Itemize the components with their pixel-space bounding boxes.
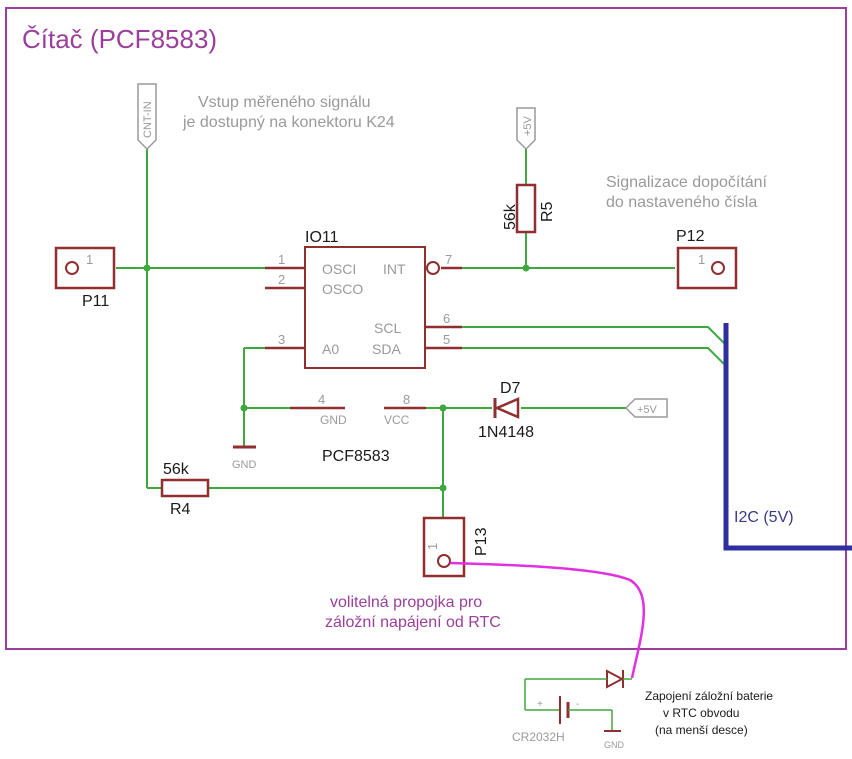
pin-number-6: 6: [443, 311, 450, 326]
gnd-symbol: GND: [232, 445, 257, 471]
resistor-r4: 56k R4: [160, 461, 210, 518]
note-jumper-line1: volitelná propojka pro: [330, 594, 482, 611]
p11-pin: 1: [86, 252, 93, 267]
pin-number-5: 5: [443, 332, 450, 347]
ic-pcf8583: IO11 OSCI OSCO A0 INT SCL SDA 1 2 3 4 6 …: [265, 229, 462, 465]
backup-link: [449, 561, 645, 679]
pin-vcc-label: VCC: [384, 413, 410, 427]
r4-ref: R4: [170, 501, 191, 518]
pad-icon: [65, 261, 79, 275]
p11-ref: P11: [82, 293, 109, 310]
vcc-tag-r5: +5V: [516, 107, 536, 151]
pad-icon: [711, 261, 725, 275]
p12-pin: 1: [698, 252, 705, 267]
batt-plus: +: [537, 699, 543, 710]
vcc-d7-label: +5V: [637, 404, 658, 416]
ic-ref: IO11: [305, 229, 339, 246]
frame-title: Čítač (PCF8583): [22, 24, 217, 54]
diode-icon: [606, 669, 625, 689]
pad-icon: [437, 554, 451, 568]
connector-p13: 1 P13: [422, 516, 490, 578]
bus-label: I2C (5V): [734, 509, 794, 526]
note-signal-line2: do nastaveného čísla: [606, 194, 757, 211]
pin-a0-label: A0: [322, 341, 339, 357]
diode-d7: D7 1N4148: [478, 380, 534, 441]
note-battery-line2: v RTC obvodu: [663, 706, 739, 720]
battery-circuit: + - CR2032H GND Zapojení záložní baterie…: [449, 561, 773, 750]
p12-ref: P12: [676, 228, 705, 245]
wires: [116, 148, 725, 518]
note-battery-line3: (na menší desce): [655, 723, 748, 737]
pin-number-8: 8: [403, 392, 410, 407]
p13-pin: 1: [425, 543, 440, 550]
junctions: [143, 264, 530, 492]
r5-ref: R5: [539, 201, 556, 222]
cnt-in-tag: CNT-IN: [137, 83, 157, 151]
note-signal-line1: Signalizace dopočítání: [606, 174, 768, 191]
gnd-batt-label: GND: [604, 740, 625, 750]
note-input-line2: je dostupný na konektoru K24: [182, 114, 395, 131]
pin-osco-label: OSCO: [322, 281, 363, 297]
pin-int-label: INT: [383, 261, 406, 277]
pin-osci-label: OSCI: [322, 261, 356, 277]
r5-value: 56k: [502, 203, 519, 230]
pin-number-3: 3: [278, 332, 285, 347]
pin-scl-label: SCL: [374, 320, 401, 336]
pin-number-2: 2: [278, 272, 285, 287]
schematic-frame: [5, 7, 847, 650]
connector-p12: 1 P12: [676, 228, 738, 290]
pin-gnd-label: GND: [320, 413, 347, 427]
gnd-main-label: GND: [232, 459, 257, 471]
pin-number-7: 7: [445, 252, 452, 267]
p13-ref: P13: [473, 527, 490, 556]
d7-value: 1N4148: [478, 424, 534, 441]
vcc-r5-label: +5V: [522, 115, 534, 136]
connector-p11: 1 P11: [54, 246, 116, 310]
cnt-in-label: CNT-IN: [142, 101, 154, 138]
d7-ref: D7: [500, 380, 521, 397]
note-jumper-line2: záložní napájení od RTC: [325, 614, 501, 631]
i2c-bus: I2C (5V): [723, 323, 852, 551]
diode-icon: [493, 397, 520, 419]
note-input-line1: Vstup měřeného signálu: [198, 94, 371, 111]
ic-value: PCF8583: [322, 448, 390, 465]
r4-value: 56k: [163, 461, 190, 478]
pin-sda-label: SDA: [372, 341, 401, 357]
pin-number-1: 1: [278, 252, 285, 267]
vcc-tag-d7: +5V: [624, 398, 668, 418]
note-battery-line1: Zapojení záložní baterie: [645, 689, 773, 703]
pin-number-4: 4: [318, 392, 325, 407]
resistor-r5: 56k R5: [502, 183, 556, 234]
batt-minus: -: [576, 699, 579, 710]
battery-value: CR2032H: [512, 730, 565, 744]
